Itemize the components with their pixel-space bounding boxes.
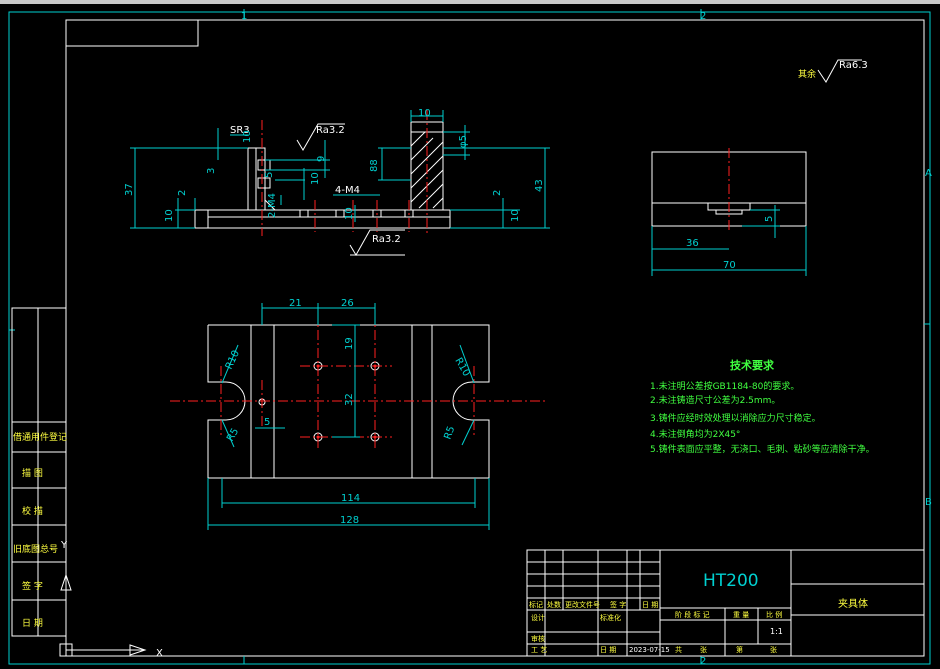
tb-material: HT200: [703, 571, 759, 591]
side-view: 36 70 5: [651, 148, 807, 276]
dim-10-mid: 10: [310, 172, 321, 185]
svg-text:Y: Y: [60, 540, 68, 551]
general-roughness: 其余 Ra6.3: [798, 59, 868, 83]
tb-label-process: 工 艺: [531, 646, 547, 654]
tech-req-item-1: 1.未注明公差按GB1184-80的要求。: [650, 380, 799, 392]
tb-label-weight: 重 量: [733, 611, 749, 619]
tb-label-sheet: 张: [700, 645, 707, 654]
plan-dim-114: 114: [341, 493, 360, 504]
tb-label-scale: 比 例: [766, 610, 782, 619]
plan-r10-right: R10: [452, 356, 471, 379]
plan-dim-32: 32: [344, 393, 355, 406]
zone-col-1: 1: [241, 11, 247, 22]
plan-view: 21 26 19 32 5 R10 R5 R10 R5 114 128: [170, 298, 548, 530]
dim-2-right: 2: [492, 190, 503, 196]
tb-date-value: 2023-07-15: [629, 646, 670, 654]
code-box: [66, 20, 199, 47]
title-block: 标记 处数 更改文件号 签 字 日 期 设计 标准化 审核 工 艺 日 期 20…: [526, 549, 925, 657]
dim-phi5: φ5: [458, 135, 469, 148]
side-title-1: 借通用件登记: [13, 431, 67, 443]
dim-9: 9: [316, 156, 327, 162]
tech-req-title: 技术要求: [730, 358, 775, 372]
tb-label-review: 审核: [531, 634, 545, 643]
roughness-top: Ra3.2: [316, 125, 345, 136]
side-title-5: 签 字: [22, 580, 43, 592]
dim-10-left: 10: [164, 209, 175, 222]
plan-r5-right: R5: [442, 425, 457, 441]
dim-10-right: 10: [510, 209, 521, 222]
tb-label-count: 处数: [547, 600, 561, 609]
dim-10-block: 10: [418, 108, 431, 119]
plan-dim-21: 21: [289, 298, 302, 309]
zone-row-a: A: [925, 168, 932, 179]
tech-req-item-2: 2.未注铸造尺寸公差为2.5mm。: [650, 394, 780, 406]
plan-dim-26: 26: [341, 298, 354, 309]
side-dim-70: 70: [723, 260, 736, 271]
general-roughness-label: 其余: [798, 68, 816, 80]
tb-label-mark: 标记: [529, 600, 543, 609]
thread-4-m4: 4-M4: [335, 185, 360, 196]
tb-label-of: 第: [736, 645, 743, 654]
tb-part-name: 夹具体: [838, 597, 868, 610]
tb-label-date2: 日 期: [600, 646, 616, 654]
zone-row-b: B: [925, 497, 932, 508]
roughness-symbol-bottom: [349, 229, 405, 256]
dim-3: 3: [206, 168, 217, 174]
tech-req-item-3: 3.铸件应经时效处理以消除应力尺寸稳定。: [650, 412, 821, 424]
thread-2-m4: 2-M4: [267, 193, 278, 218]
side-dim-36: 36: [686, 238, 699, 249]
dim-10-low: 10: [344, 207, 355, 220]
dim-43: 43: [534, 179, 545, 192]
general-roughness-value: Ra6.3: [839, 60, 868, 71]
tech-req-item-4: 4.未注倒角均为2X45°: [650, 428, 740, 440]
roughness-bottom: Ra3.2: [372, 234, 401, 245]
dim-88: 88: [369, 159, 380, 172]
tb-label-design: 设计: [531, 613, 545, 622]
inner-border: [65, 19, 925, 657]
tb-label-date: 日 期: [642, 601, 658, 609]
side-title-3: 校 描: [22, 505, 43, 517]
plan-r5-left: R5: [225, 426, 241, 443]
tb-label-page: 张: [770, 645, 777, 654]
dim-10-top: 10: [242, 130, 253, 143]
side-title-2: 描 图: [22, 467, 43, 479]
side-title-6: 日 期: [22, 618, 43, 629]
plan-dim-5: 5: [264, 417, 270, 428]
roughness-symbol-top: [296, 123, 345, 151]
dim-sr3: SR3: [230, 125, 250, 136]
zone-col-2-bottom: 2: [700, 656, 706, 667]
plan-dim-128: 128: [340, 515, 359, 526]
dim-5: 5: [264, 172, 275, 178]
technical-requirements: 技术要求 1.未注明公差按GB1184-80的要求。 2.未注铸造尺寸公差为2.…: [650, 358, 875, 455]
tb-label-sign: 签 字: [610, 600, 626, 609]
plan-r10-left: R10: [224, 349, 242, 371]
side-title-4: 旧底图总号: [13, 543, 58, 555]
tb-label-standardize: 标准化: [600, 613, 621, 622]
tb-label-stage: 阶 段 标 记: [675, 610, 710, 619]
tb-label-total: 共: [675, 645, 682, 654]
dim-2-left: 2: [177, 190, 188, 196]
dim-37: 37: [124, 183, 135, 196]
tb-label-file-no: 更改文件号: [565, 600, 600, 609]
ucs-icon: Y X: [59, 540, 163, 659]
front-view: SR3 10 3 9 5 10 2-M4 4-M4 10 88 10 φ5 37…: [124, 108, 550, 256]
tb-scale-value: 1:1: [770, 627, 783, 636]
plan-dim-19: 19: [344, 337, 355, 350]
side-dim-5: 5: [764, 216, 775, 222]
window-top-edge: [0, 0, 940, 4]
side-title-strip: [11, 307, 67, 637]
zone-col-2: 2: [700, 11, 706, 22]
outer-border: [8, 11, 931, 665]
tech-req-item-5: 5.铸件表面应平整，无浇口、毛刺、粘砂等应清除干净。: [650, 443, 875, 455]
svg-text:X: X: [156, 648, 163, 659]
